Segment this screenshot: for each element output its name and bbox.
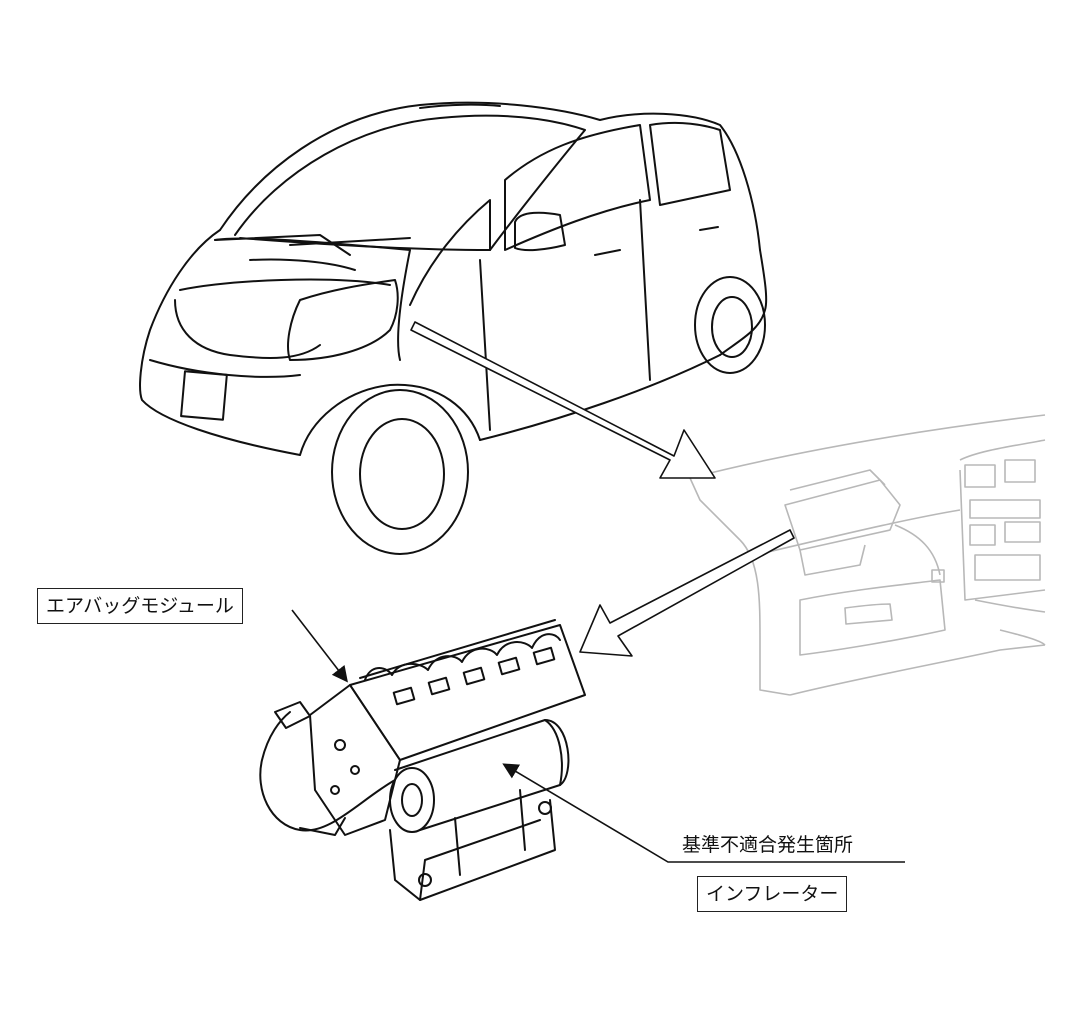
leader-nonconformity xyxy=(502,763,905,863)
airbag-module-label: エアバッグモジュール xyxy=(37,588,243,624)
arrows xyxy=(291,321,905,863)
airbag-module-illustration xyxy=(259,619,586,901)
hollow-arrow-car-to-dash xyxy=(410,321,716,479)
hollow-arrow-dash-to-module xyxy=(579,529,795,657)
inflator-label: インフレーター xyxy=(697,876,848,912)
leader-airbag-module xyxy=(291,609,348,683)
dashboard-illustration xyxy=(689,414,1046,696)
car-illustration xyxy=(139,101,768,555)
nonconformity-location-label: 基準不適合発生箇所 xyxy=(682,834,854,856)
